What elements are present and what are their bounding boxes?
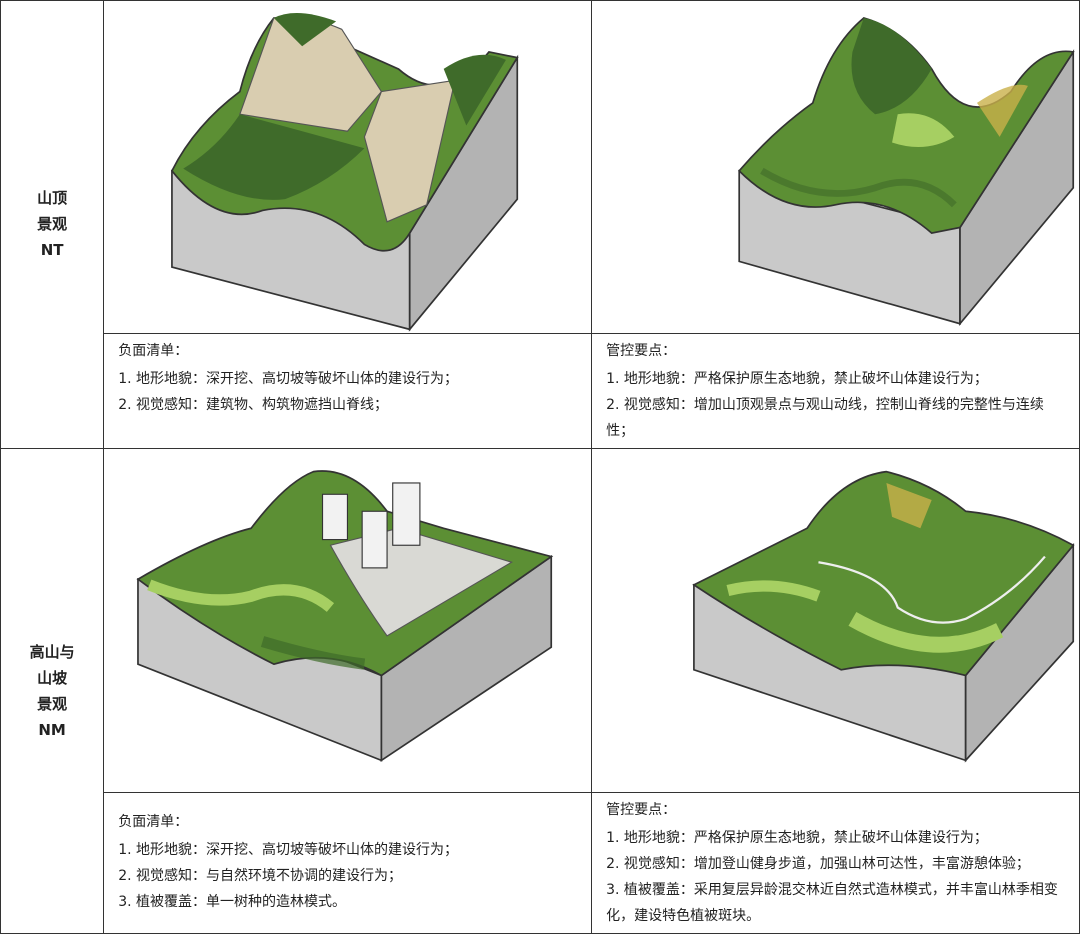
row-label-nt: 山顶 景观 NT — [0, 0, 105, 449]
negative-list-item: 1. 地形地貌：深开挖、高切坡等破坏山体的建设行为； — [118, 841, 459, 858]
illustration-nm-negative — [103, 447, 593, 793]
illustration-nm-control — [591, 447, 1080, 793]
control-points-item: 1. 地形地貌：严格保护原生态地貌，禁止破坏山体建设行为； — [606, 370, 988, 387]
row-label-nm: 高山与 山坡 景观 NM — [0, 447, 105, 934]
terrain-block-developed-slope — [136, 469, 554, 762]
negative-list-item: 2. 视觉感知：建筑物、构筑物遮挡山脊线； — [118, 396, 389, 413]
control-points-nt: 管控要点： 1. 地形地貌：严格保护原生态地貌，禁止破坏山体建设行为； 2. 视… — [591, 332, 1080, 449]
control-points-nm: 管控要点： 1. 地形地貌：严格保护原生态地貌，禁止破坏山体建设行为； 2. 视… — [591, 791, 1080, 934]
row-label-text: 山顶 景观 NT — [37, 189, 68, 260]
row-nm-text: 负面清单： 1. 地形地貌：深开挖、高切坡等破坏山体的建设行为； 2. 视觉感知… — [1, 791, 1080, 934]
control-points-item: 1. 地形地貌：严格保护原生态地貌，禁止破坏山体建设行为； — [606, 829, 988, 846]
terrain-block-trail-slope — [692, 470, 1075, 763]
control-points-heading: 管控要点： — [606, 342, 677, 359]
row-nm-images: 高山与 山坡 景观 NM — [0, 447, 1080, 934]
negative-list-item: 3. 植被覆盖：单一树种的造林模式。 — [118, 893, 347, 910]
negative-list-heading: 负面清单： — [118, 342, 189, 359]
control-points-item: 2. 视觉感知：增加登山健身步道，加强山林可达性，丰富游憩体验； — [606, 855, 1030, 872]
negative-list-nt: 负面清单： 1. 地形地貌：深开挖、高切坡等破坏山体的建设行为； 2. 视觉感知… — [103, 332, 593, 449]
control-points-item: 3. 植被覆盖：采用复层异龄混交林近自然式造林模式，并丰富山林季相变化，建设特色… — [606, 881, 1058, 924]
terrain-block-quarried-peak — [171, 13, 519, 332]
negative-list-heading: 负面清单： — [118, 813, 189, 830]
illustration-nt-control — [591, 0, 1080, 334]
negative-list-item: 1. 地形地貌：深开挖、高切坡等破坏山体的建设行为； — [118, 370, 459, 387]
row-nt-text: 负面清单： 1. 地形地貌：深开挖、高切坡等破坏山体的建设行为； 2. 视觉感知… — [1, 332, 1080, 449]
row-label-text: 高山与 山坡 景观 NM — [29, 642, 75, 739]
row-nt-images: 山顶 景观 NT — [0, 0, 1080, 449]
illustration-nt-negative — [103, 0, 593, 334]
control-points-item: 2. 视觉感知：增加山顶观景点与观山动线，控制山脊线的完整性与连续性； — [606, 396, 1044, 439]
terrain-block-protected-peak — [738, 17, 1075, 327]
control-points-heading: 管控要点： — [606, 801, 677, 818]
negative-list-item: 2. 视觉感知：与自然环境不协调的建设行为； — [118, 867, 403, 884]
negative-list-nm: 负面清单： 1. 地形地貌：深开挖、高切坡等破坏山体的建设行为； 2. 视觉感知… — [103, 791, 593, 934]
